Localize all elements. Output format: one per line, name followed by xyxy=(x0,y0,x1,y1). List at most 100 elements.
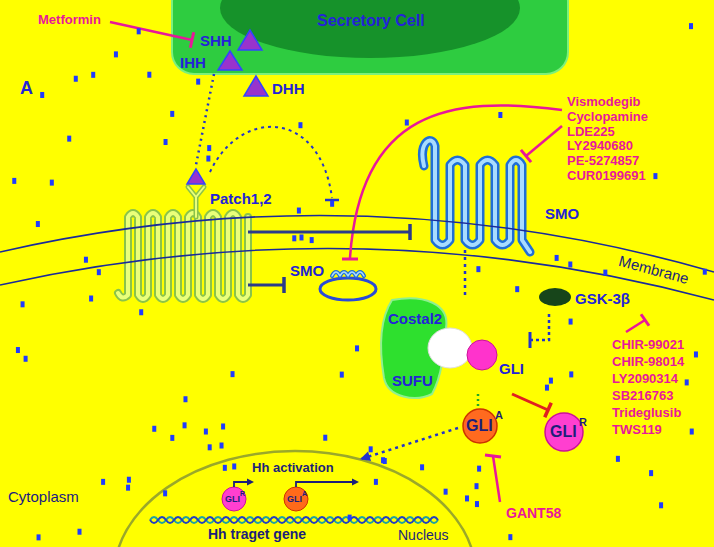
speck xyxy=(475,483,479,489)
speck xyxy=(164,139,168,145)
node-text: Secretory Cell xyxy=(317,12,425,30)
text-slot: SMO xyxy=(545,205,579,222)
speck xyxy=(183,422,187,428)
speck xyxy=(223,465,227,471)
text-slot: GSK-3β xyxy=(575,290,630,307)
membrane-protein xyxy=(188,187,204,217)
speck xyxy=(78,529,82,535)
speck xyxy=(40,92,44,98)
speck xyxy=(89,296,93,302)
membrane-protein xyxy=(332,272,364,276)
inhibitor-bar xyxy=(408,224,412,240)
speck xyxy=(475,501,479,507)
speck xyxy=(477,466,481,472)
membrane-protein xyxy=(423,140,530,252)
speck xyxy=(163,490,167,496)
text-slot: SUFU xyxy=(392,372,433,389)
label-slot: Cyclopamine xyxy=(567,110,648,125)
speck xyxy=(405,120,409,126)
text-slot: SMO xyxy=(290,262,324,279)
membrane-protein xyxy=(188,187,204,217)
costal-blob xyxy=(381,298,446,398)
label-slot: GANT58 xyxy=(506,505,561,521)
text-slot: GLI xyxy=(287,494,302,504)
connector-line xyxy=(278,231,410,234)
speck xyxy=(97,269,101,275)
node-text: A xyxy=(495,409,503,422)
speck xyxy=(37,534,41,540)
inhibitor-line xyxy=(248,232,278,285)
speck xyxy=(126,485,130,491)
label-text: LY2090314 xyxy=(612,372,678,387)
pathway-connector xyxy=(278,277,284,293)
speck xyxy=(444,489,448,495)
inhibitor-bar xyxy=(190,32,193,48)
text-slot: A xyxy=(302,490,307,498)
label-text: Metformin xyxy=(38,13,101,28)
node-shape xyxy=(410,130,590,250)
inhibitor-bar xyxy=(485,455,501,457)
speck xyxy=(292,235,296,241)
label-text: A xyxy=(20,78,33,99)
ligand-triangle xyxy=(218,51,242,70)
inhibitor-line xyxy=(110,22,192,40)
pathway-connector xyxy=(530,314,549,348)
inhibitor-bar xyxy=(529,332,532,348)
transcription-arrow xyxy=(234,482,247,487)
label-text: SB216763 xyxy=(612,389,673,404)
inhibitor-line xyxy=(493,456,500,502)
text-slot: R xyxy=(579,416,587,429)
text-slot: Costal2 xyxy=(388,310,442,327)
connector-line xyxy=(530,314,549,340)
gli-ball xyxy=(467,340,497,370)
label-slot: LDE225 xyxy=(567,125,615,140)
speck xyxy=(465,495,469,501)
label-text: CHIR-98014 xyxy=(612,355,684,370)
gli-ball xyxy=(463,409,497,443)
label-slot: DHH xyxy=(272,80,305,97)
inhibitor-bar xyxy=(641,314,649,326)
speck xyxy=(659,502,663,508)
speck xyxy=(207,145,211,151)
gli-activator: GLIA xyxy=(458,406,516,448)
label-text: GANT58 xyxy=(506,505,561,521)
node-text: R xyxy=(579,416,587,429)
label-slot: Membrane xyxy=(617,252,691,287)
label-slot: Trideglusib xyxy=(612,406,681,421)
speck xyxy=(127,477,131,483)
sufu-blob xyxy=(428,328,472,368)
speck xyxy=(231,371,235,377)
sufu-complex: Costal2SUFUGLI xyxy=(382,298,530,394)
speck-layer xyxy=(12,23,707,540)
pathway-connector xyxy=(478,394,479,406)
label-text: Hh traget gene xyxy=(208,526,306,542)
inhibitor-bar xyxy=(342,258,358,261)
pathway-connector xyxy=(196,74,214,165)
text-slot: Nucleus xyxy=(398,527,449,543)
pathway-connector xyxy=(278,224,410,240)
speck xyxy=(50,180,54,186)
speck xyxy=(139,309,143,315)
speck xyxy=(204,429,208,435)
arrow-head xyxy=(247,479,254,486)
speck xyxy=(221,423,225,429)
smo-receptor: SMO xyxy=(410,130,590,250)
speck xyxy=(549,378,553,384)
node-shape xyxy=(116,165,278,305)
dna-strand xyxy=(150,517,438,523)
speck xyxy=(208,444,212,450)
speck xyxy=(114,51,118,57)
label-slot: Metformin xyxy=(38,13,101,28)
label-text: TWS119 xyxy=(612,423,662,438)
ligand-triangle xyxy=(244,76,268,96)
vesicle-outline xyxy=(320,278,376,300)
node-text: SUFU xyxy=(392,372,433,389)
speck xyxy=(685,379,689,385)
node-text: A xyxy=(302,490,307,498)
connector-line xyxy=(512,394,548,410)
pathway-connector xyxy=(465,250,466,298)
inhibitor-bar xyxy=(545,403,551,418)
node-text: GLI xyxy=(466,417,493,435)
speck xyxy=(603,270,607,276)
